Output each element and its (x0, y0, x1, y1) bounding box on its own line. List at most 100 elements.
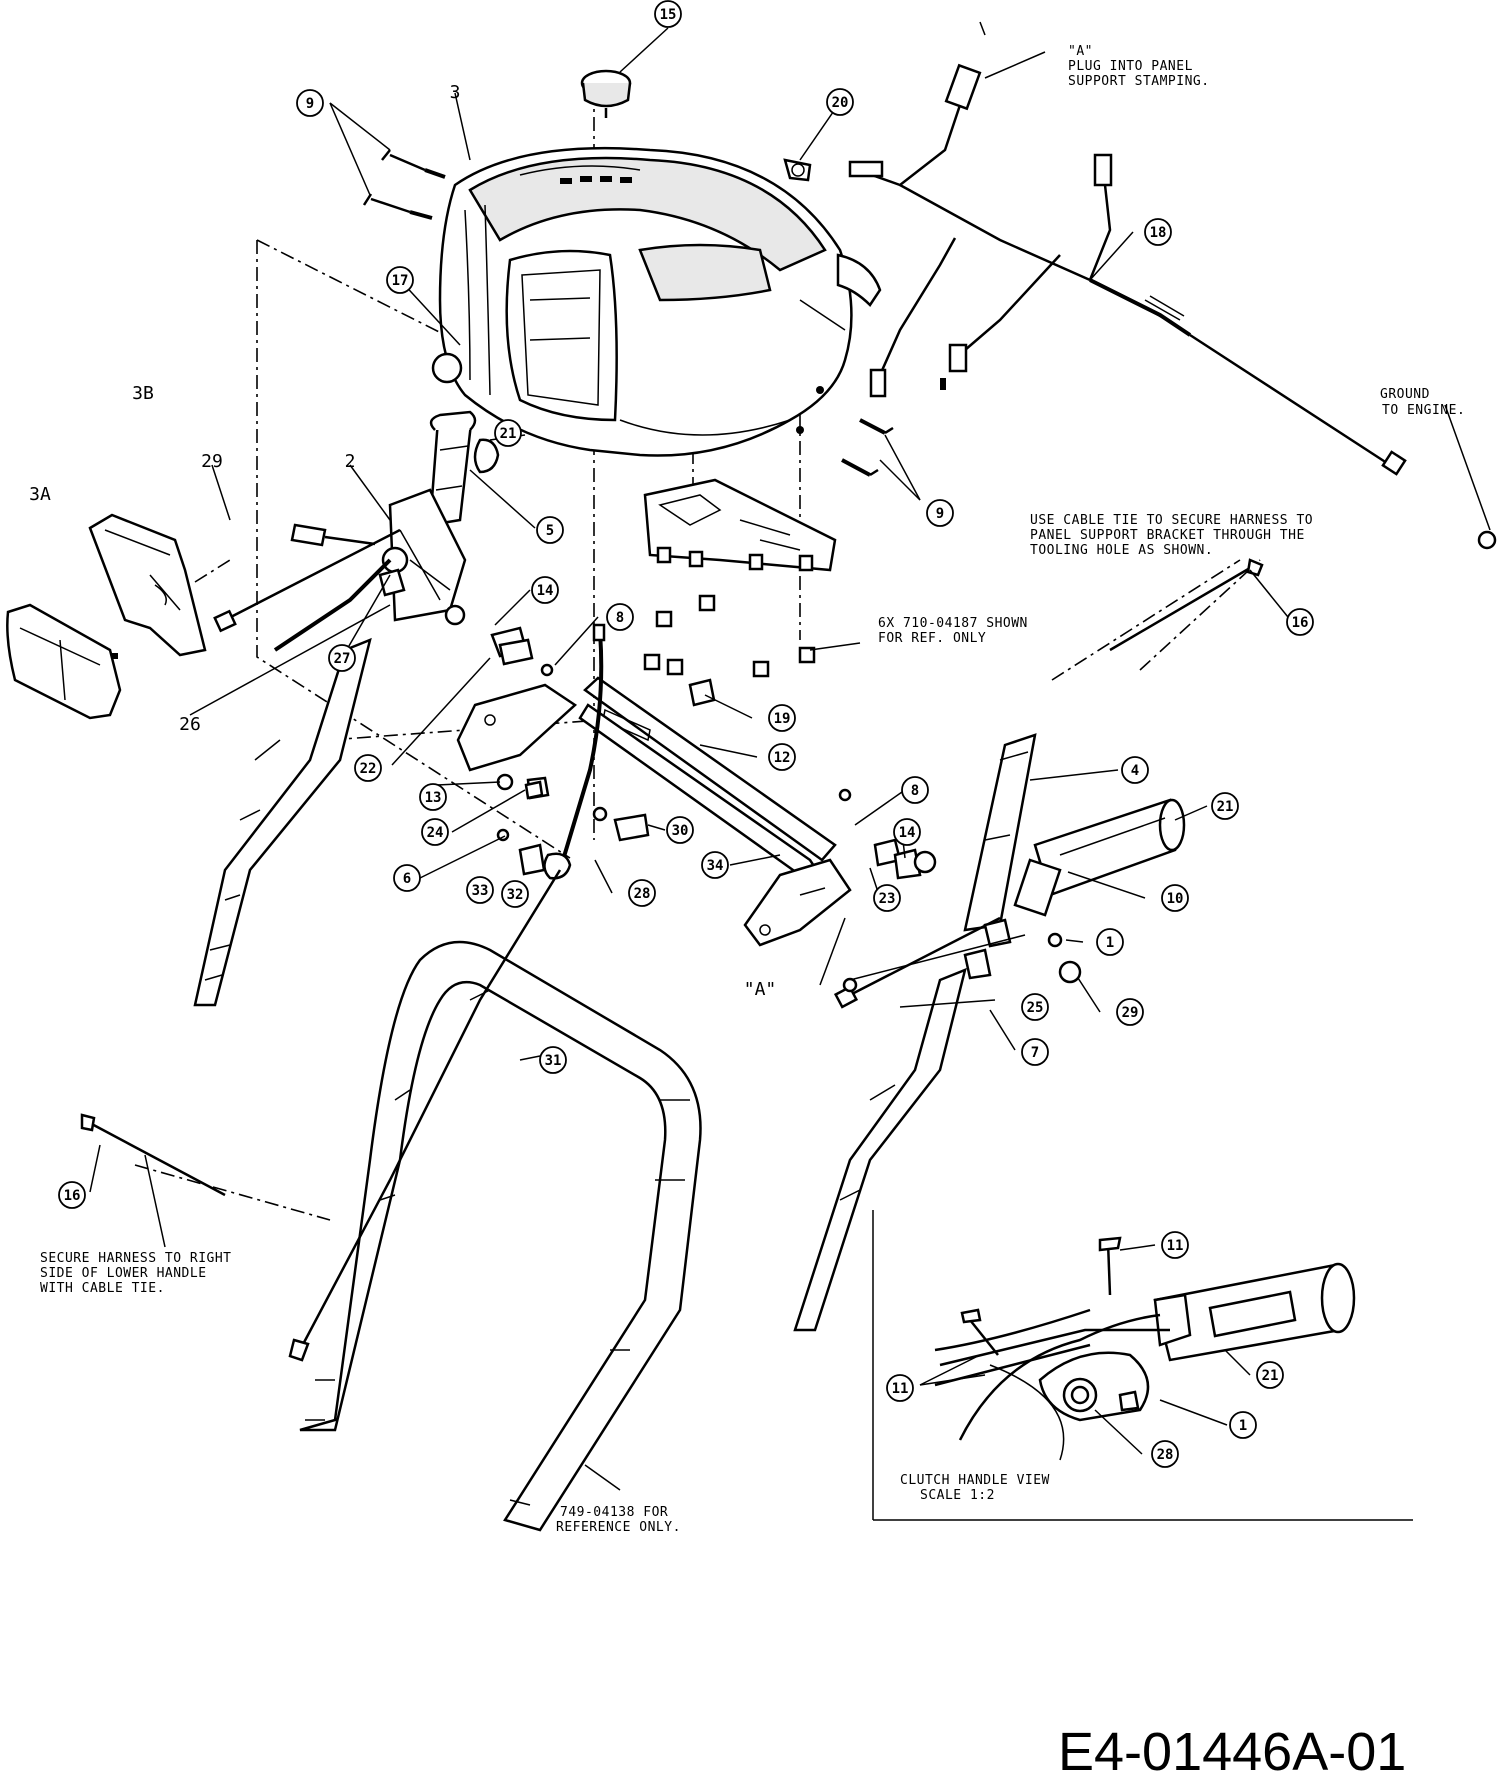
callout-circle (536, 516, 564, 544)
right-control-assembly (833, 733, 1186, 1009)
callout-number: 21 (1262, 1368, 1279, 1384)
callout-number: 5 (546, 523, 554, 539)
callout-number: 16 (1292, 615, 1309, 631)
callout-30: 30 (666, 816, 694, 844)
note-line: PANEL SUPPORT BRACKET THROUGH THE (1030, 528, 1305, 543)
callout-number: 8 (911, 783, 919, 799)
callout-circle (296, 89, 324, 117)
callout-circle (328, 644, 356, 672)
callout-number: 14 (899, 825, 916, 841)
callout-8: 8 (606, 603, 634, 631)
callout-number: 3B (132, 383, 154, 404)
callout-number: 11 (1167, 1238, 1184, 1254)
callout-number: 23 (879, 891, 896, 907)
callout-number: 1 (1239, 1418, 1247, 1434)
callout-number: 29 (201, 451, 223, 472)
callout-27: 27 (328, 644, 356, 672)
callout-number: 33 (472, 883, 489, 899)
callout-7: 7 (1021, 1038, 1049, 1066)
callout-1: 1 (1096, 928, 1124, 956)
screws-top-left (362, 149, 446, 220)
callout-number: 34 (707, 858, 724, 874)
callout-circle (666, 816, 694, 844)
callout-circle (539, 1046, 567, 1074)
note-line: "A" (1068, 44, 1093, 59)
note-line: SCALE 1:2 (920, 1488, 995, 1503)
note-line: TO ENGINE. (1382, 403, 1465, 418)
callout-circle (1161, 884, 1189, 912)
note-line: FOR REF. ONLY (878, 631, 986, 646)
callout-number: 10 (1167, 891, 1184, 907)
callout-21: 21 (1256, 1361, 1284, 1389)
callout-14: 14 (531, 576, 559, 604)
callout-number: 28 (1157, 1447, 1174, 1463)
callout-circle (926, 499, 954, 527)
cable-tie-upper (1109, 558, 1264, 652)
note-line: SUPPORT STAMPING. (1068, 74, 1210, 89)
callout-circle (768, 704, 796, 732)
note-ref-749-04138: 749-04138 FOR REFERENCE ONLY. (556, 1505, 681, 1535)
cover-3b (88, 513, 207, 657)
callout-number: 3 (450, 82, 461, 103)
note-line: WITH CABLE TIE. (40, 1281, 165, 1296)
note-ref-710-04187: 6X 710-04187 SHOWN FOR REF. ONLY (878, 616, 1027, 646)
callout-number: 2 (345, 451, 356, 472)
callout-13: 13 (419, 783, 447, 811)
callout-circle (1256, 1361, 1284, 1389)
callout-number: 32 (507, 887, 524, 903)
callout-number: 28 (634, 886, 651, 902)
clip (783, 158, 812, 182)
callout-number: 18 (1150, 225, 1167, 241)
callout-5: 5 (536, 516, 564, 544)
callout-circle (654, 0, 682, 28)
callout-6: 6 (393, 864, 421, 892)
callout-circle (58, 1181, 86, 1209)
note-ground-to-engine: GROUND TO ENGINE. (1380, 387, 1465, 418)
callout-23: 23 (873, 884, 901, 912)
callout-number: 1 (1106, 935, 1114, 951)
callout-circle (393, 864, 421, 892)
callout-12: 12 (768, 743, 796, 771)
callout-number: 6 (403, 871, 411, 887)
callout-number: 11 (892, 1381, 909, 1397)
callout-number: 17 (392, 273, 409, 289)
callout-number: 30 (672, 823, 689, 839)
callout-31: 31 (539, 1046, 567, 1074)
callout-number: 16 (64, 1188, 81, 1204)
callout-circle (386, 266, 414, 294)
callout-number: 19 (774, 711, 791, 727)
left-control-assembly (213, 410, 500, 652)
callout-24: 24 (421, 818, 449, 846)
note-line: REFERENCE ONLY. (556, 1520, 681, 1535)
upper-u-handle (299, 940, 702, 1532)
callout-34: 34 (701, 851, 729, 879)
callout-circle (1161, 1231, 1189, 1259)
callout-29: 29 (201, 451, 223, 472)
callout-9: 9 (926, 499, 954, 527)
panel-support-bracket (643, 478, 837, 572)
callout-26: 26 (179, 714, 201, 735)
note-line: USE CABLE TIE TO SECURE HARNESS TO (1030, 513, 1313, 528)
callout-number: 8 (616, 610, 624, 626)
callout-8: 8 (901, 776, 929, 804)
hex-nuts (643, 594, 816, 678)
callout-circle (1229, 1411, 1257, 1439)
callout-circle (873, 884, 901, 912)
callout-4: 4 (1121, 756, 1149, 784)
callout-circle (494, 419, 522, 447)
note-line: SIDE OF LOWER HANDLE (40, 1266, 207, 1281)
callout-22: 22 (354, 754, 382, 782)
note-line: GROUND (1380, 387, 1430, 402)
callout-28: 28 (1151, 1440, 1179, 1468)
callout-9: 9 (296, 89, 324, 117)
callout-circle (531, 576, 559, 604)
callout-circle (1096, 928, 1124, 956)
note-line: SECURE HARNESS TO RIGHT (40, 1251, 232, 1266)
screws-right (841, 418, 894, 477)
wiring-harness (848, 21, 1407, 476)
callout-14: 14 (893, 818, 921, 846)
callout-circle (501, 880, 529, 908)
shift-panel (456, 676, 852, 947)
callout-circle (1021, 993, 1049, 1021)
